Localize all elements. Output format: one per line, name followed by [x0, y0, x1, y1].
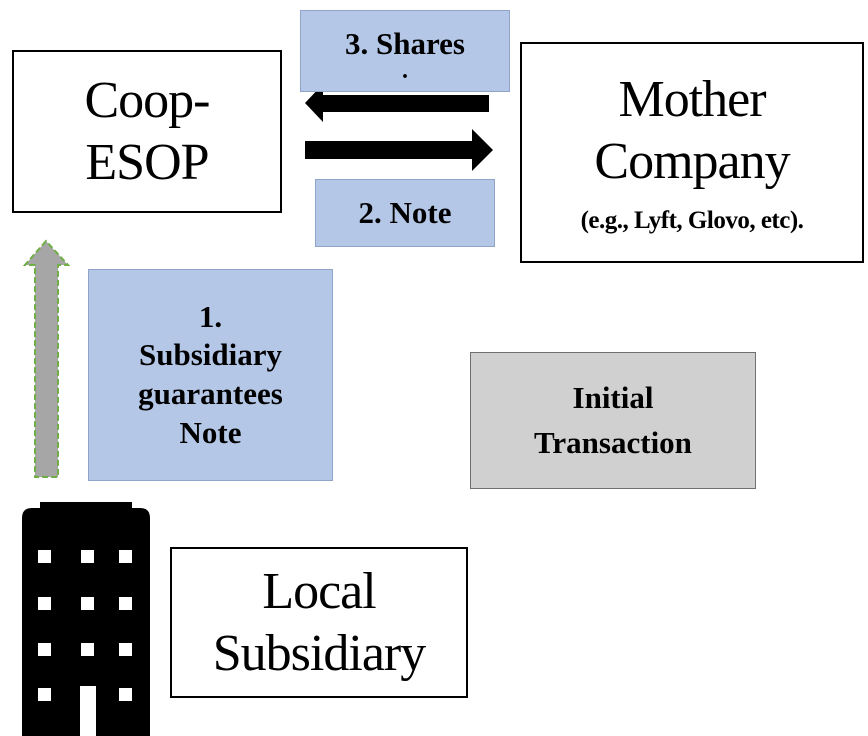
step-3-trailing-mark: . [402, 57, 408, 84]
guarantee-arrow [22, 239, 71, 478]
step-3-text: 3. Shares [344, 26, 465, 61]
initial-transaction-legend: Initial Transaction [470, 352, 756, 489]
legend-line-2: Transaction [534, 424, 692, 460]
mother-company-box: Mother Company (e.g., Lyft, Glovo, etc). [520, 42, 864, 263]
step-1-text-line-4: Note [179, 414, 242, 450]
mother-company-examples: (e.g., Lyft, Glovo, etc). [580, 207, 804, 235]
coop-esop-label-line-1: Coop- [84, 72, 211, 130]
mother-company-label-line-1: Mother [618, 71, 766, 129]
step-2-note-label: 2. Note [315, 179, 495, 247]
mother-company-label-line-2: Company [594, 132, 790, 190]
step-1-text-line-1: 1. [198, 298, 223, 334]
step-1-text-line-3: guarantees [138, 376, 283, 411]
step-1-text-line-2: Subsidiary [138, 337, 282, 373]
step-2-text: 2. Note [358, 194, 452, 230]
step-1-guarantee-label: 1. Subsidiary guarantees Note [88, 269, 333, 481]
office-building-icon [22, 502, 150, 736]
local-subsidiary-label-line-1: Local [262, 563, 376, 621]
coop-esop-label-line-2: ESOP [85, 133, 209, 191]
coop-esop-box: Coop- ESOP [12, 50, 282, 213]
note-arrow [305, 129, 493, 171]
local-subsidiary-label-line-2: Subsidiary [212, 624, 426, 682]
shares-arrow [305, 84, 489, 122]
legend-line-1: Initial [572, 379, 654, 415]
local-subsidiary-box: Local Subsidiary [170, 547, 468, 698]
step-3-shares-label: 3. Shares . [300, 10, 510, 92]
